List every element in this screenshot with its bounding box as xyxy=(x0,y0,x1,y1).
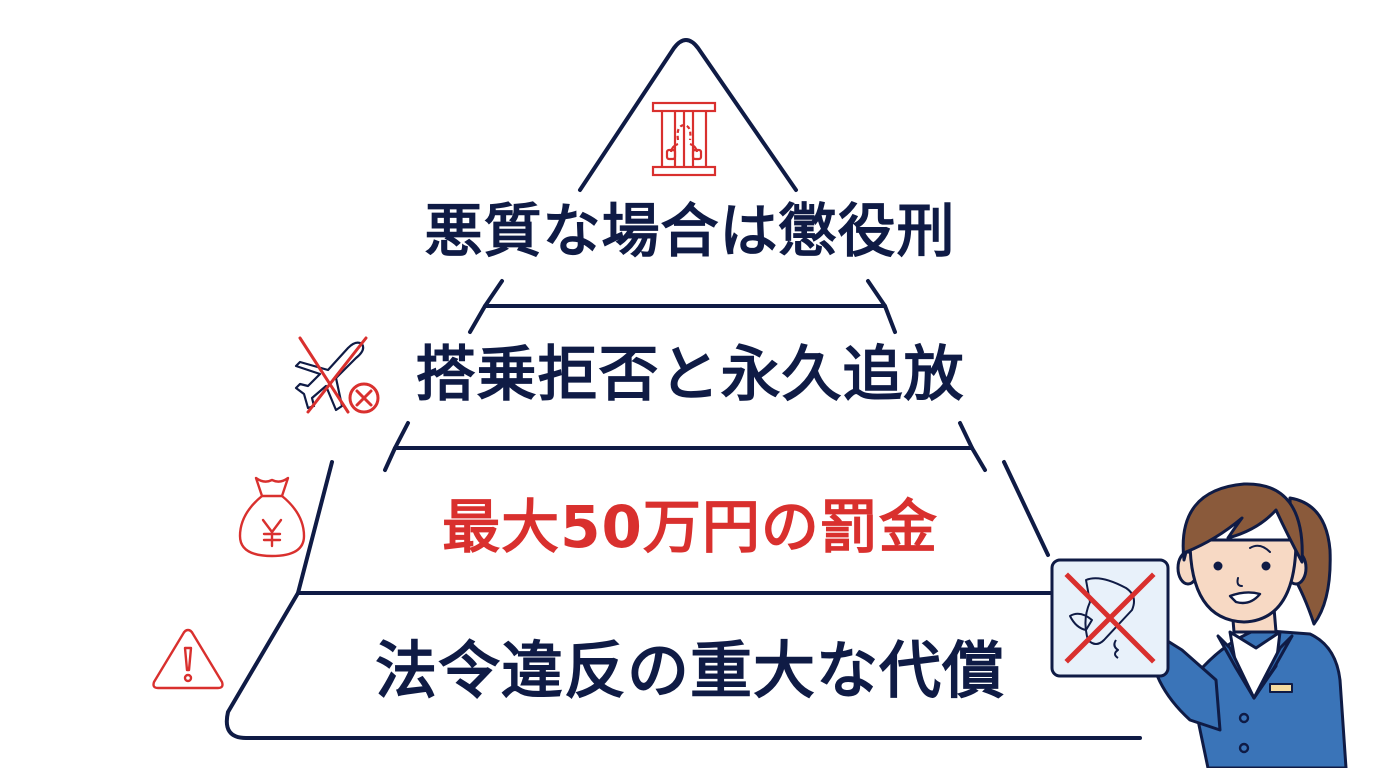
tier-4-label: 法令違反の重大な代償 xyxy=(374,634,1005,707)
jail-cell-icon xyxy=(651,101,717,177)
tier-3-label: 最大50万円の罰金 xyxy=(442,493,938,561)
tier-boundary-1 xyxy=(483,279,887,308)
tier-boundary-2 xyxy=(393,421,974,450)
prohibited-knife-sign xyxy=(1050,558,1170,678)
pyramid-apex-lines xyxy=(578,38,798,192)
airport-staff-character xyxy=(1050,482,1348,768)
pyramid-base xyxy=(224,591,1142,740)
no-airplane-icon xyxy=(294,336,380,414)
warning-triangle-icon xyxy=(152,628,224,690)
tier-2-label: 搭乗拒否と永久追放 xyxy=(415,340,965,410)
tier-1-label: 悪質な場合は懲役刑 xyxy=(424,197,956,265)
yen-money-bag-icon xyxy=(238,476,306,558)
